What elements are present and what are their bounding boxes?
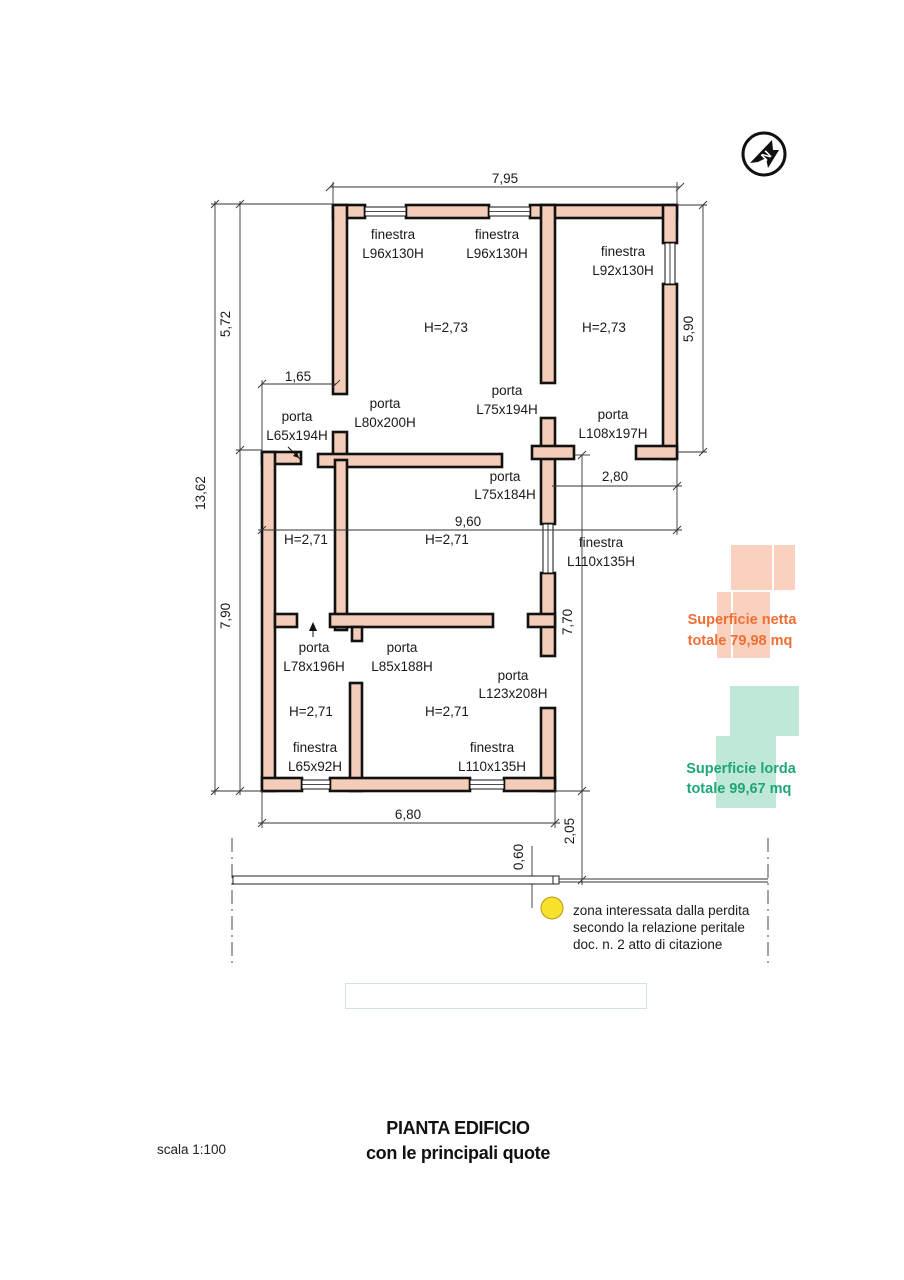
svg-text:L65x194H: L65x194H	[266, 428, 328, 443]
opening-label: porta L75x184H	[474, 469, 536, 502]
svg-text:totale 79,98 mq: totale 79,98 mq	[688, 633, 793, 649]
svg-text:L78x196H: L78x196H	[283, 659, 345, 674]
net-area-swatch	[717, 545, 795, 658]
svg-text:L92x130H: L92x130H	[592, 263, 654, 278]
door-arrow-icon	[309, 622, 317, 637]
svg-text:finestra: finestra	[601, 244, 646, 259]
svg-text:finestra: finestra	[475, 227, 520, 242]
opening-label: porta L65x194H	[266, 409, 328, 443]
dimension-label: 2,80	[602, 469, 628, 484]
dimension-label: 5,72	[218, 311, 233, 337]
room-height-label: H=2,71	[425, 532, 469, 547]
leak-note: zona interessata dalla perdita secondo l…	[573, 903, 750, 952]
svg-text:totale 99,67 mq: totale 99,67 mq	[687, 781, 792, 797]
opening-label: porta L123x208H	[478, 668, 547, 701]
svg-text:porta: porta	[492, 383, 523, 398]
svg-text:L75x194H: L75x194H	[476, 402, 538, 417]
dimension-label: 9,60	[455, 514, 481, 529]
dimension-lines	[210, 182, 708, 908]
svg-text:finestra: finestra	[293, 740, 338, 755]
opening-label: porta L78x196H	[283, 640, 345, 674]
svg-text:porta: porta	[282, 409, 313, 424]
svg-text:L110x135H: L110x135H	[567, 554, 635, 569]
opening-label: porta L80x200H	[354, 396, 416, 430]
svg-text:L96x130H: L96x130H	[362, 246, 424, 261]
scale-label: scala 1:100	[157, 1142, 227, 1157]
svg-text:porta: porta	[387, 640, 418, 655]
svg-text:porta: porta	[498, 668, 529, 683]
leak-marker	[540, 896, 564, 920]
room-height-label: H=2,71	[289, 704, 333, 719]
dimension-label: 0,60	[511, 844, 526, 870]
caption-box	[345, 983, 647, 1009]
opening-label: porta L75x194H	[476, 383, 538, 417]
room-height-label: H=2,71	[425, 704, 469, 719]
svg-text:doc. n. 2 atto di citazione: doc. n. 2 atto di citazione	[573, 937, 722, 952]
dimension-label: 7,95	[492, 171, 518, 186]
dimension-label: 7,90	[218, 603, 233, 629]
opening-label: finestra L96x130H	[362, 227, 424, 261]
svg-text:L65x92H: L65x92H	[288, 759, 342, 774]
page-subtitle: con le principali quote	[365, 1143, 551, 1163]
opening-label: finestra L65x92H	[288, 740, 342, 774]
svg-text:secondo la relazione peritale: secondo la relazione peritale	[573, 920, 745, 935]
dimension-label: 1,65	[285, 369, 311, 384]
svg-text:porta: porta	[598, 407, 629, 422]
dimension-label: 2,05	[562, 818, 577, 844]
svg-text:L108x197H: L108x197H	[578, 426, 647, 441]
svg-text:finestra: finestra	[371, 227, 416, 242]
svg-text:porta: porta	[299, 640, 330, 655]
opening-label: porta L108x197H	[578, 407, 647, 441]
dimension-label: 5,90	[681, 316, 696, 342]
door-arrow-icon	[287, 446, 301, 460]
opening-label: finestra L110x135H	[567, 535, 635, 569]
dimension-label: 7,70	[560, 609, 575, 635]
opening-label: finestra L96x130H	[466, 227, 528, 261]
svg-text:porta: porta	[490, 469, 521, 484]
page-title: PIANTA EDIFICIO	[386, 1118, 530, 1138]
svg-text:Superficie netta: Superficie netta	[688, 612, 798, 628]
svg-text:zona interessata dalla perdita: zona interessata dalla perdita	[573, 903, 750, 918]
svg-text:L75x184H: L75x184H	[474, 487, 536, 502]
svg-text:L96x130H: L96x130H	[466, 246, 528, 261]
svg-text:L85x188H: L85x188H	[371, 659, 433, 674]
room-height-label: H=2,73	[582, 320, 626, 335]
dimension-label: 6,80	[395, 807, 421, 822]
svg-text:L110x135H: L110x135H	[458, 759, 526, 774]
opening-label: finestra L110x135H	[458, 740, 526, 774]
opening-label: porta L85x188H	[371, 640, 433, 674]
svg-text:L123x208H: L123x208H	[478, 686, 547, 701]
pipe-line	[231, 838, 769, 968]
gross-area-legend: Superficie lorda totale 99,67 mq	[686, 761, 797, 797]
window-glazing	[301, 206, 676, 790]
svg-text:finestra: finestra	[579, 535, 624, 550]
svg-text:Superficie lorda: Superficie lorda	[686, 761, 797, 777]
svg-text:finestra: finestra	[470, 740, 515, 755]
dimension-label: 13,62	[193, 476, 208, 510]
room-height-label: H=2,73	[424, 320, 468, 335]
north-arrow-icon: N	[741, 131, 787, 177]
svg-text:L80x200H: L80x200H	[354, 415, 416, 430]
gross-area-swatch	[716, 686, 799, 808]
svg-text:porta: porta	[370, 396, 401, 411]
opening-label: finestra L92x130H	[592, 244, 654, 278]
room-height-label: H=2,71	[284, 532, 328, 547]
net-area-legend: Superficie netta totale 79,98 mq	[688, 612, 798, 649]
